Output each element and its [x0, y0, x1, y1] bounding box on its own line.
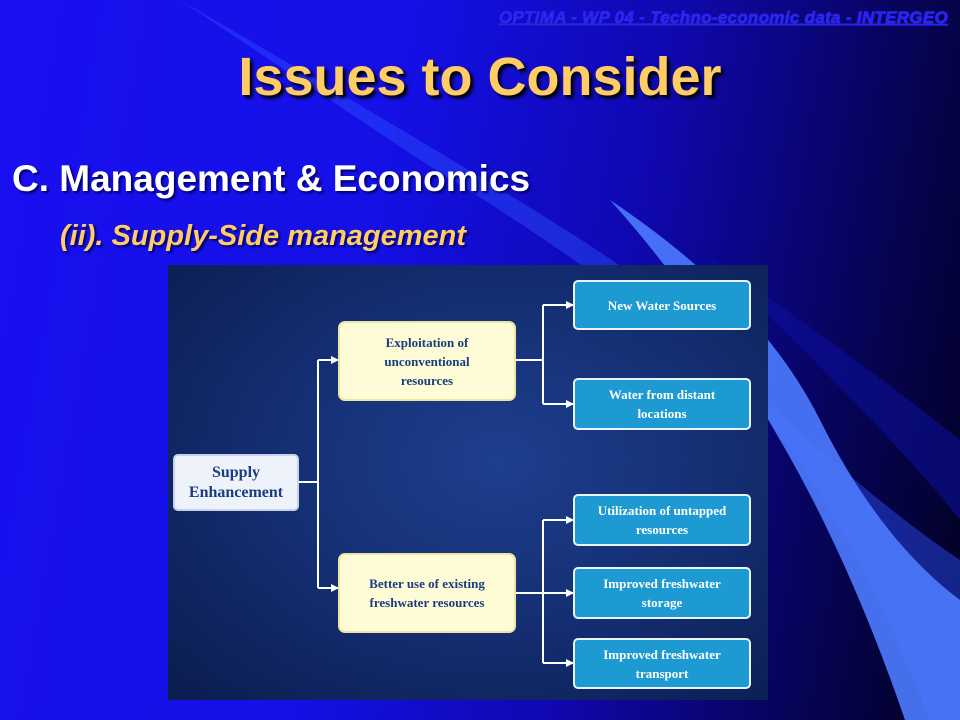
branch-node-unconventional-resources: Exploitation of unconventional resources: [338, 321, 516, 401]
slide-title: Issues to Consider: [238, 47, 722, 107]
branch-node-existing-freshwater: Better use of existing freshwater resour…: [338, 553, 516, 633]
root-node-supply-enhancement: Supply Enhancement: [173, 454, 299, 511]
diagram-connectors: [299, 301, 574, 667]
leaf-node-untapped-resources: Utilization of untapped resources: [573, 494, 751, 546]
leaf-node-freshwater-storage: Improved freshwater storage: [573, 567, 751, 619]
leaf-node-new-water-sources: New Water Sources: [573, 280, 751, 330]
leaf-node-freshwater-transport: Improved freshwater transport: [573, 638, 751, 689]
section-subheading: (ii). Supply-Side management: [60, 220, 467, 252]
slide-header: OPTIMA - WP 04 - Techno-economic data - …: [499, 8, 948, 27]
leaf-node-distant-locations: Water from distant locations: [573, 378, 751, 430]
section-heading: C. Management & Economics: [12, 158, 531, 199]
supply-enhancement-diagram: Supply Enhancement Exploitation of uncon…: [168, 265, 768, 700]
